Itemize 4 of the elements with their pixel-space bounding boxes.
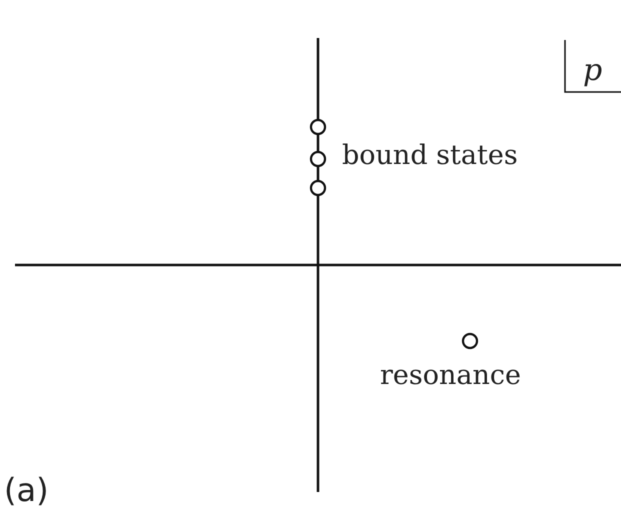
panel-label: (a) xyxy=(4,474,49,506)
bound-states-label: bound states xyxy=(342,142,518,169)
resonance-label: resonance xyxy=(380,362,521,389)
variable-label: p xyxy=(583,56,602,86)
